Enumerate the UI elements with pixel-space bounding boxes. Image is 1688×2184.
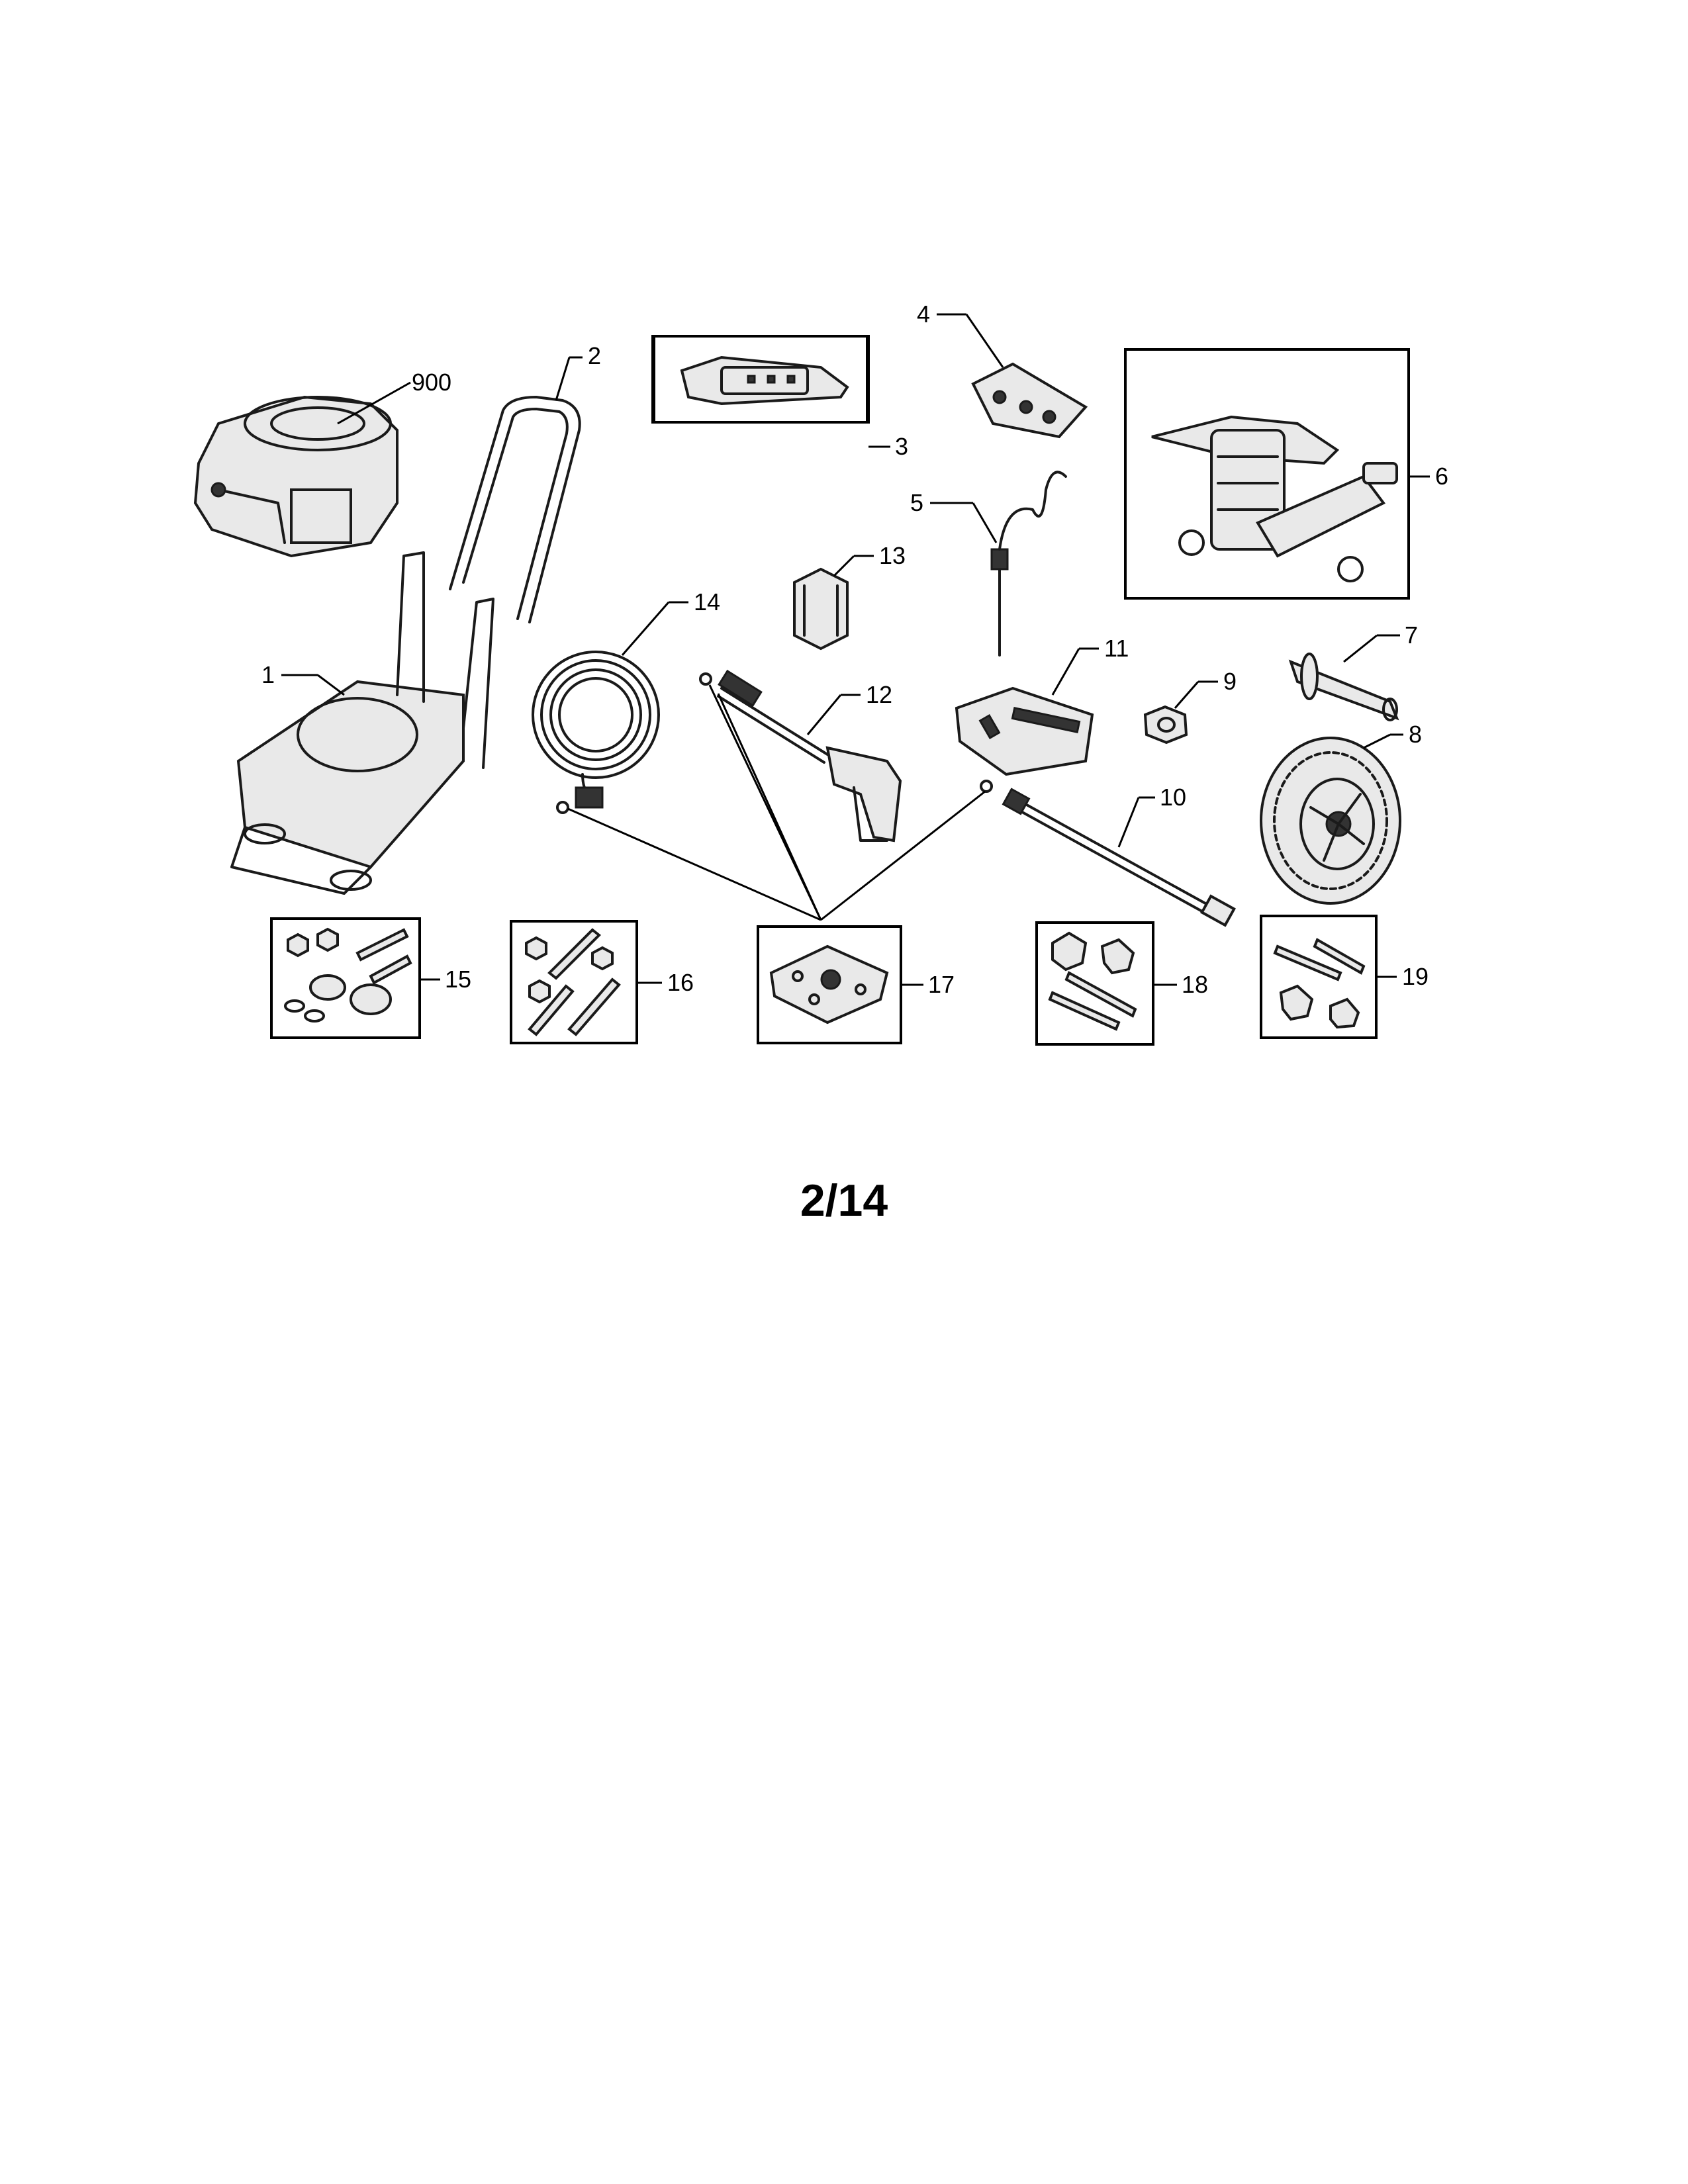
control-panel-drawing: [680, 355, 849, 406]
callout-18: 18: [1182, 971, 1208, 998]
callout-4: 4: [917, 300, 930, 328]
leader-wand-to-17: [820, 790, 986, 921]
callout-11: 11: [1104, 635, 1129, 662]
callout-1: 1: [261, 661, 275, 688]
kit-15-drawing: [284, 927, 412, 1023]
kit-18-drawing: [1048, 931, 1137, 1031]
control-panel-kit-frame-box: [653, 335, 870, 424]
callout-5: 5: [910, 489, 923, 516]
hose-14-drawing: [532, 651, 660, 814]
spray-gun-12-drawing: [699, 669, 902, 842]
callout-13: 13: [879, 542, 906, 569]
holder-13-drawing: [793, 567, 849, 651]
frame-drawing: [230, 551, 494, 895]
handle-drawing: [449, 396, 581, 623]
kit-19-box: [1260, 915, 1378, 1039]
wheel-8-drawing: [1260, 737, 1401, 905]
cable-5-drawing: [990, 471, 1067, 657]
callout-15: 15: [445, 966, 471, 993]
callout-16: 16: [667, 969, 694, 996]
callout-19: 19: [1402, 963, 1429, 990]
callout-900: 900: [412, 369, 451, 396]
callout-7: 7: [1405, 621, 1418, 649]
leader-hose-to-17: [567, 807, 821, 921]
callout-12: 12: [866, 681, 892, 708]
leader-gun2-to-17: [717, 693, 822, 921]
pump-6-drawing: [1151, 415, 1398, 582]
callout-3: 3: [895, 433, 908, 460]
kit-16-drawing: [525, 928, 621, 1036]
spray-wand-10-drawing: [980, 780, 1236, 927]
callout-9: 9: [1223, 668, 1237, 695]
kit-17-drawing: [769, 944, 889, 1024]
callout-17: 17: [928, 971, 955, 998]
pump-6-box: [1124, 348, 1410, 600]
kit-18-box: [1035, 921, 1154, 1046]
callout-2: 2: [588, 342, 601, 369]
kit-19-drawing: [1273, 938, 1366, 1029]
callout-14: 14: [694, 588, 720, 615]
callout-10: 10: [1160, 784, 1186, 811]
bag-11-drawing: [955, 686, 1094, 776]
callout-6: 6: [1435, 463, 1448, 490]
axle-7-drawing: [1288, 653, 1399, 721]
callout-8: 8: [1409, 721, 1422, 748]
nut-9-drawing: [1143, 705, 1188, 745]
page-number: 2/14: [800, 1175, 888, 1226]
engine-drawing: [193, 395, 399, 558]
hardware-bag-4-drawing: [971, 362, 1088, 439]
kit-15-box: [270, 917, 421, 1039]
